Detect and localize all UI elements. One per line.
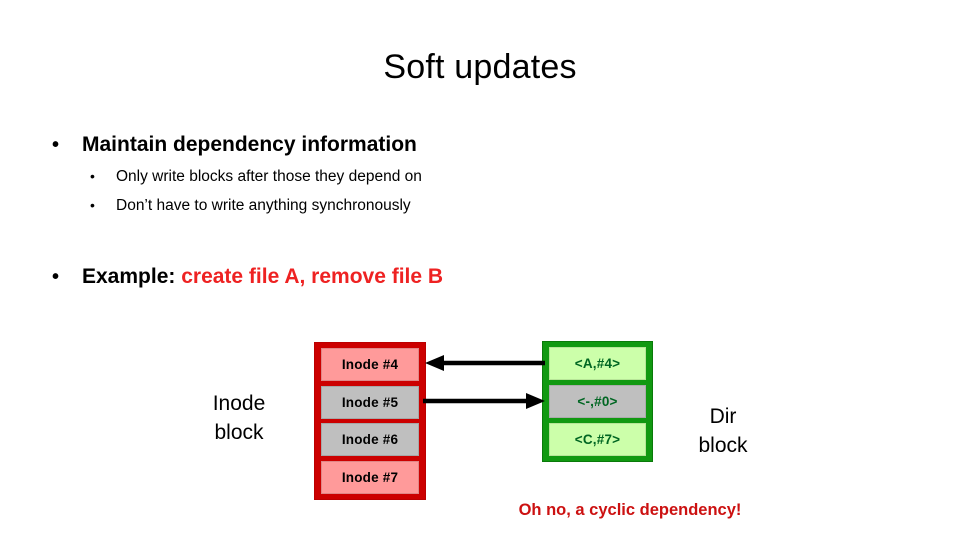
sub-bullet-text: Only write blocks after those they depen… xyxy=(116,168,422,185)
page-title: Soft updates xyxy=(383,48,577,86)
bullet-list: • Maintain dependency information • Only… xyxy=(52,131,672,291)
sub-bullet-text: Don’t have to write anything synchronous… xyxy=(116,197,411,214)
sub-bullet-group: • Only write blocks after those they dep… xyxy=(90,162,672,220)
dir-entry-a: <A,#4> xyxy=(549,347,646,380)
inode-cell-4: Inode #4 xyxy=(321,348,419,381)
arrow-inode5-to-dir xyxy=(423,393,545,409)
sub-bullet-dont-have-to-write: • Don’t have to write anything synchrono… xyxy=(90,191,672,220)
inode-cell-5: Inode #5 xyxy=(321,385,419,419)
bullet-example: • Example: create file A, remove file B xyxy=(52,263,672,291)
bullet-marker: • xyxy=(52,266,60,288)
inode-block-label-line2: block xyxy=(214,421,264,444)
bullet-marker: • xyxy=(90,168,95,184)
inode-cell-7: Inode #7 xyxy=(321,460,419,494)
dir-entry-c: <C,#7> xyxy=(549,423,646,456)
inode-block-label-line1: Inode xyxy=(212,392,266,415)
inode-block: Inode #4 Inode #5 Inode #6 Inode #7 xyxy=(314,342,426,500)
bullet-marker: • xyxy=(90,197,95,213)
dir-block-label-line1: Dir xyxy=(709,405,737,428)
bullet-maintain-dependency: • Maintain dependency information xyxy=(52,131,672,159)
inode-cell-6: Inode #6 xyxy=(321,423,419,457)
bullet-text: Maintain dependency information xyxy=(82,133,417,156)
cyclic-dependency-warning: Oh no, a cyclic dependency! xyxy=(518,501,742,519)
dir-entry-empty: <-,#0> xyxy=(549,385,646,418)
example-highlight: create file A, remove file B xyxy=(181,265,444,288)
sub-bullet-only-write-blocks: • Only write blocks after those they dep… xyxy=(90,162,672,191)
dir-block-label-line2: block xyxy=(698,434,748,457)
dir-block: <A,#4> <-,#0> <C,#7> xyxy=(542,341,653,462)
dir-block-label: Dir block xyxy=(670,402,776,460)
arrow-dir-to-inode4 xyxy=(425,355,545,371)
bullet-marker: • xyxy=(52,134,60,156)
inode-block-label: Inode block xyxy=(186,389,292,447)
example-label: Example: xyxy=(82,265,176,288)
